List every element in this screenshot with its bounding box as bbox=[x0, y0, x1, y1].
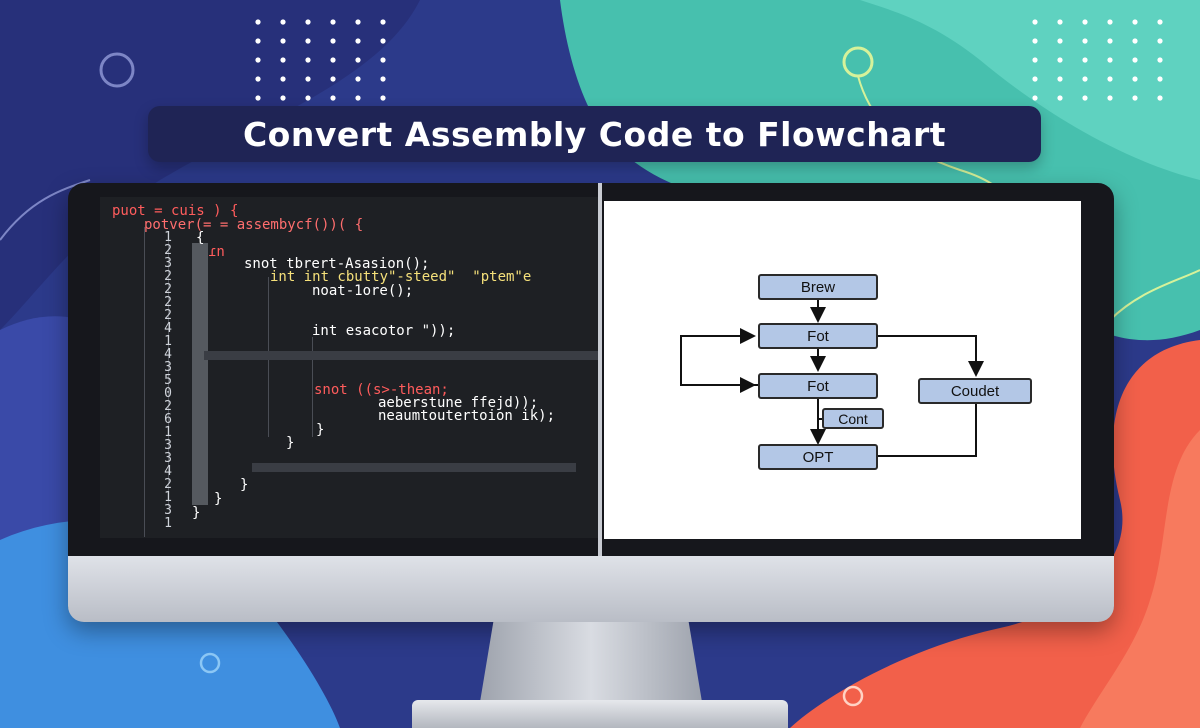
flow-node-coudet[interactable]: Coudet bbox=[918, 378, 1032, 404]
code-line: { bbox=[196, 230, 205, 246]
indent-guide bbox=[312, 337, 313, 437]
flow-node-brew[interactable]: Brew bbox=[758, 274, 878, 300]
code-line: potver(= = assembycf())( { bbox=[144, 217, 364, 233]
code-line: snot tbrert-Asasion(); bbox=[244, 256, 430, 272]
line-number: 1 bbox=[164, 230, 172, 245]
line-number: 1 bbox=[164, 490, 172, 505]
line-number: 2 bbox=[164, 282, 172, 297]
line-number: 1 bbox=[164, 425, 172, 440]
scrollbar-thumb[interactable] bbox=[192, 243, 208, 505]
flowchart-connectors bbox=[680, 300, 984, 457]
line-number: 2 bbox=[164, 269, 172, 284]
indent-guide bbox=[144, 227, 145, 537]
code-line: } bbox=[240, 477, 249, 493]
line-number: 2 bbox=[164, 477, 172, 492]
line-number: 1 bbox=[164, 334, 172, 349]
monitor-stand-base bbox=[412, 700, 788, 728]
line-number: 2 bbox=[164, 399, 172, 414]
code-line: snot ((s>-thean; bbox=[314, 382, 449, 398]
monitor-stand-neck bbox=[480, 622, 702, 702]
flowchart-canvas: Brew Fot Fot Cont OPT Coudet bbox=[604, 201, 1081, 539]
current-line-highlight bbox=[204, 351, 600, 360]
code-line: } bbox=[316, 422, 325, 438]
code-line: noat-1ore(); bbox=[312, 283, 414, 299]
line-number: 3 bbox=[164, 438, 172, 453]
line-number: 4 bbox=[164, 321, 172, 336]
code-line: puot = cuis ) { bbox=[112, 203, 239, 219]
line-number: 2 bbox=[164, 308, 172, 323]
line-number: 2 bbox=[164, 243, 172, 258]
line-coudet-to-opt bbox=[878, 404, 977, 457]
line-number: 1 bbox=[164, 516, 172, 531]
line-number: 6 bbox=[164, 412, 172, 427]
title-banner: Convert Assembly Code to Flowchart bbox=[148, 106, 1041, 162]
line-number: 3 bbox=[164, 451, 172, 466]
flow-node-opt[interactable]: OPT bbox=[758, 444, 878, 470]
line-number: 2 bbox=[164, 295, 172, 310]
code-line: aeberstune ffejd)); bbox=[378, 395, 539, 411]
line-number: 3 bbox=[164, 360, 172, 375]
indent-guide bbox=[168, 237, 169, 507]
flow-node-fot-second[interactable]: Fot bbox=[758, 373, 878, 399]
code-line: neaumtoutertoion ik); bbox=[378, 408, 556, 424]
flow-node-cont[interactable]: Cont bbox=[822, 408, 884, 429]
line-number: 4 bbox=[164, 464, 172, 479]
code-line: } bbox=[286, 435, 295, 451]
line-number: 4 bbox=[164, 347, 172, 362]
line-number: 5 bbox=[164, 373, 172, 388]
code-line: int esacotor ")); bbox=[312, 323, 456, 339]
line-number: 3 bbox=[164, 256, 172, 271]
flow-node-fot[interactable]: Fot bbox=[758, 323, 878, 349]
code-editor: 1 2 3 2 2 2 2 4 1 4 3 5 0 2 6 1 3 3 4 2 … bbox=[100, 197, 600, 538]
line-number: 0 bbox=[164, 386, 172, 401]
arrow-fot-to-coudet bbox=[878, 335, 984, 377]
code-line: } bbox=[214, 491, 223, 507]
arrow-loop-back bbox=[680, 328, 759, 386]
monitor-chin bbox=[68, 556, 1114, 622]
line-number: 3 bbox=[164, 503, 172, 518]
selection-bar bbox=[252, 463, 576, 472]
split-divider[interactable] bbox=[598, 183, 602, 556]
code-line: } bbox=[192, 505, 201, 521]
code-line: int int cbutty"-steed" "ptem"e bbox=[270, 269, 532, 285]
code-line: ɾn bbox=[208, 244, 225, 260]
banner-title: Convert Assembly Code to Flowchart bbox=[242, 114, 947, 154]
